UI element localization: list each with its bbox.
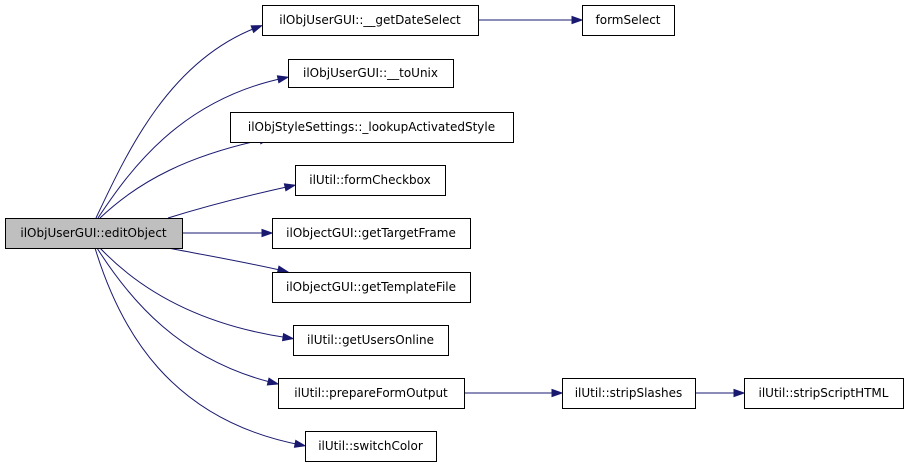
node-box (230, 112, 514, 143)
arrowhead-icon (283, 183, 297, 192)
node-label: ilObjectGUI::getTemplateFile (286, 280, 456, 294)
node-label: ilUtil::getUsersOnline (307, 333, 434, 347)
edge-root-to-n6 (182, 228, 274, 238)
function-node[interactable]: ilUtil::stripScriptHTML (744, 378, 904, 409)
edge-root-to-n4 (99, 136, 272, 219)
arrowhead-icon (281, 332, 295, 342)
node-label: ilUtil::stripSlashes (575, 386, 683, 400)
root-node[interactable]: ilObjUserGUI::editObject (5, 218, 183, 249)
edge-line (99, 247, 290, 339)
node-box (562, 378, 696, 409)
function-node[interactable]: ilObjectGUI::getTemplateFile (272, 272, 471, 303)
edge-line (99, 138, 267, 219)
function-node[interactable]: ilObjUserGUI::__toUnix (288, 59, 454, 88)
edge-line (94, 247, 302, 446)
node-box (582, 5, 675, 36)
node-box (272, 218, 471, 249)
node-label: ilObjUserGUI::__getDateSelect (279, 13, 461, 27)
edge-line (95, 26, 259, 219)
edge-n1-to-n2 (478, 15, 584, 25)
edge-root-to-n8 (99, 247, 295, 342)
arrowhead-icon (551, 388, 564, 398)
arrowhead-icon (293, 439, 307, 448)
edge-line (167, 185, 292, 219)
node-label: ilUtil::switchColor (318, 439, 423, 453)
node-label: ilObjUserGUI::__toUnix (303, 66, 438, 80)
edge-root-to-n1 (95, 25, 264, 219)
function-node[interactable]: ilObjUserGUI::__getDateSelect (262, 5, 479, 36)
function-node[interactable]: ilUtil::getUsersOnline (293, 325, 449, 356)
edge-line (96, 247, 275, 384)
edge-n9-to-n10 (464, 388, 564, 398)
node-box (305, 431, 437, 462)
node-label: ilUtil::prepareFormOutput (294, 386, 448, 400)
node-label: ilObjUserGUI::editObject (20, 226, 167, 240)
function-node[interactable]: ilObjectGUI::getTargetFrame (272, 218, 471, 249)
arrowhead-icon (276, 75, 290, 84)
node-label: formSelect (596, 13, 661, 27)
node-box (262, 5, 479, 36)
node-box (272, 272, 471, 303)
edge-line (167, 247, 285, 272)
edge-root-to-n5 (167, 183, 297, 219)
function-node[interactable]: ilObjStyleSettings::_lookupActivatedStyl… (230, 112, 514, 143)
arrowhead-icon (571, 15, 584, 25)
node-box (293, 325, 449, 356)
nodes-layer: ilObjUserGUI::editObject ilObjUserGUI::__… (5, 5, 904, 462)
node-box (288, 59, 454, 88)
function-node[interactable]: ilUtil::switchColor (305, 431, 437, 462)
edge-n10-to-n11 (695, 388, 746, 398)
edge-root-to-n7 (167, 247, 290, 274)
node-label: ilObjStyleSettings::_lookupActivatedStyl… (248, 120, 495, 134)
node-box (744, 378, 904, 409)
function-node[interactable]: ilUtil::stripSlashes (562, 378, 696, 409)
node-label: ilObjectGUI::getTargetFrame (286, 226, 456, 240)
arrowhead-icon (733, 388, 746, 398)
arrowhead-icon (261, 228, 274, 238)
node-box (295, 165, 446, 196)
node-box (5, 218, 183, 249)
function-node[interactable]: ilUtil::prepareFormOutput (278, 378, 465, 409)
edge-root-to-n3 (97, 75, 290, 219)
edge-root-to-n12 (94, 247, 307, 448)
function-node[interactable]: ilUtil::formCheckbox (295, 165, 446, 196)
arrowhead-icon (250, 25, 264, 34)
edge-line (97, 77, 285, 219)
function-node[interactable]: formSelect (582, 5, 675, 36)
node-label: ilUtil::stripScriptHTML (759, 386, 889, 400)
edge-root-to-n9 (96, 247, 280, 386)
node-box (278, 378, 465, 409)
arrowhead-icon (266, 377, 280, 386)
node-label: ilUtil::formCheckbox (309, 173, 431, 187)
